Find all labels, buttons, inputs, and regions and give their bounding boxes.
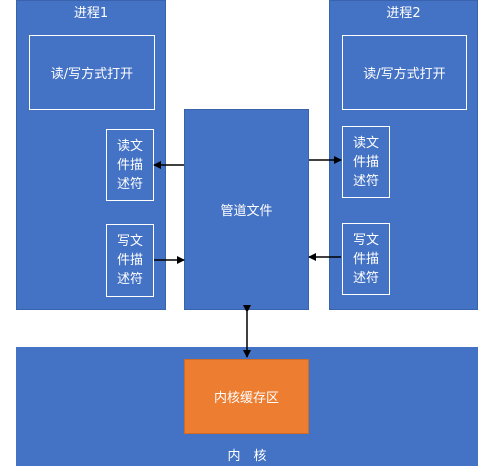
process1-title: 进程1	[73, 6, 109, 21]
process1-box: 进程1 读/写方式打开 读文件描述符 写文件描述符	[16, 0, 166, 310]
process1-write-fd-label: 写文件描述符	[116, 234, 143, 287]
process2-box: 进程2 读/写方式打开 读文件描述符 写文件描述符	[329, 0, 478, 310]
process2-write-fd-box: 写文件描述符	[342, 223, 390, 295]
process1-read-fd-box: 读文件描述符	[106, 129, 154, 201]
kernel-buffer-label: 内核缓存区	[213, 391, 279, 406]
process2-read-fd-label: 读文件描述符	[352, 135, 379, 189]
pipe-file-label: 管道文件	[220, 204, 273, 219]
process2-title: 进程2	[386, 6, 421, 21]
process1-open-mode-label: 读/写方式打开	[50, 67, 134, 82]
process2-read-fd-box: 读文件描述符	[342, 126, 390, 198]
process1-read-fd-label: 读文件描述符	[116, 138, 143, 192]
process2-open-mode-box: 读/写方式打开	[342, 35, 467, 110]
process2-write-fd-label: 写文件描述符	[352, 232, 379, 286]
process2-open-mode-label: 读/写方式打开	[363, 67, 446, 82]
kernel-box: 内核缓存区 内 核	[16, 347, 478, 466]
kernel-buffer-box: 内核缓存区	[184, 359, 309, 434]
process1-write-fd-box: 写文件描述符	[106, 224, 154, 297]
kernel-label: 内 核	[227, 449, 267, 464]
process1-open-mode-box: 读/写方式打开	[29, 35, 155, 110]
pipe-file-box: 管道文件	[184, 109, 309, 310]
